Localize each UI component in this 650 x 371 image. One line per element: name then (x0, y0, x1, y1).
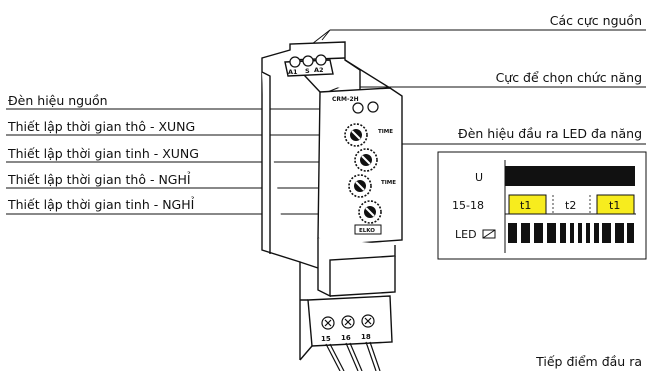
output-led (367, 101, 379, 113)
dials (344, 123, 382, 224)
relay-device (261, 41, 403, 361)
timing-row-u: U (475, 171, 483, 184)
label-output-indicator: Đèn hiệu đầu ra LED đa năng (458, 126, 642, 141)
terminal-s-screw (302, 55, 314, 67)
power-led (352, 102, 364, 114)
timing-seg-t1b: t1 (609, 199, 620, 212)
label-power-indicator: Đèn hiệu nguồn (8, 93, 108, 108)
terminal-a2-label: A2 (314, 66, 324, 74)
brand-name: ELKO (359, 228, 375, 234)
timing-diagram (437, 151, 647, 260)
terminal-s-label: S (305, 67, 310, 75)
timing-seg-t2: t2 (565, 199, 576, 212)
terminal-15-label: 15 (321, 335, 331, 343)
terminal-a1-label: A1 (288, 68, 298, 76)
label-output-contacts: Tiếp điểm đầu ra (536, 354, 642, 369)
device-model: CRM-2H (332, 96, 359, 103)
label-function-terminal: Cực để chọn chức năng (495, 70, 642, 85)
label-fine-pause: Thiết lập thời gian tinh - NGHỈ (8, 197, 195, 212)
output-wires (325, 341, 381, 371)
timing-seg-t1a: t1 (520, 199, 531, 212)
timing-row-15-18: 15-18 (452, 199, 484, 212)
terminal-a1-screw (289, 56, 301, 68)
terminal-18-label: 18 (361, 333, 371, 341)
brand-plate (354, 224, 382, 235)
dial-fine-pause[interactable] (358, 200, 382, 224)
label-coarse-pause: Thiết lập thời gian thô - NGHỈ (8, 172, 191, 187)
dial-coarse-pause[interactable] (348, 174, 372, 198)
timing-row-led: LED (455, 228, 477, 241)
dial-coarse-pulse[interactable] (344, 123, 368, 147)
timing-u-bar (505, 166, 635, 186)
timing-led-blocks (508, 223, 634, 243)
dial-fine-pulse[interactable] (354, 148, 378, 172)
label-coarse-pulse: Thiết lập thời gian thô - XUNG (8, 119, 196, 134)
dial-label-time-2: TIME (381, 180, 396, 186)
terminal-a2-screw (315, 54, 327, 66)
terminal-16-label: 16 (341, 334, 351, 342)
dial-label-time-1: TIME (378, 129, 393, 135)
label-power-terminals: Các cực nguồn (549, 13, 642, 28)
label-fine-pulse: Thiết lập thời gian tinh - XUNG (8, 146, 199, 161)
